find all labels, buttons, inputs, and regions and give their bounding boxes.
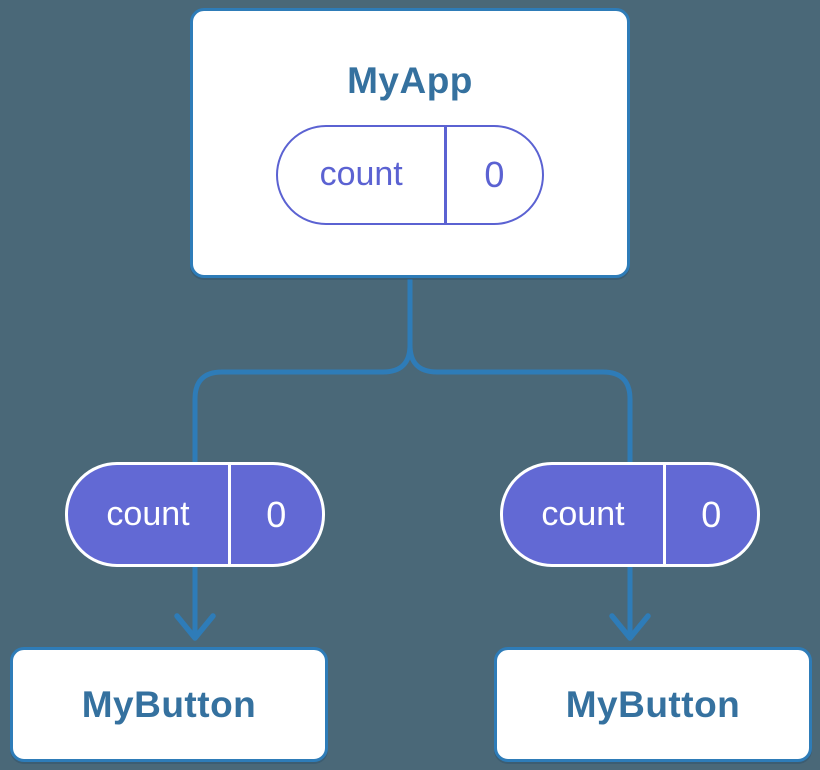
child-component-card-left: MyButton [10, 647, 328, 762]
connector-branch-left [192, 344, 413, 637]
child-component-title-left: MyButton [81, 684, 257, 725]
root-component-title: MyApp [347, 59, 473, 101]
state-pill: count 0 [276, 124, 544, 225]
child-component-title-right: MyButton [565, 684, 741, 725]
prop-pill-right-value: 0 [701, 493, 722, 535]
prop-pill-right: count 0 [500, 462, 760, 567]
connector-branch-right [407, 344, 633, 637]
state-pill-label: count [319, 155, 403, 193]
root-component-card: MyApp count 0 [190, 8, 630, 278]
prop-pill-right-label: count [541, 495, 625, 533]
pill-divider [444, 126, 447, 223]
prop-pill-left-label: count [106, 495, 190, 533]
pill-divider [228, 465, 231, 564]
pill-divider [663, 465, 666, 564]
child-component-card-right: MyButton [494, 647, 812, 762]
arrowhead-left-icon [174, 613, 216, 641]
prop-pill-left-value: 0 [266, 493, 287, 535]
arrowhead-right-icon [609, 613, 651, 641]
state-pill-value: 0 [484, 153, 505, 195]
prop-pill-left: count 0 [65, 462, 325, 567]
